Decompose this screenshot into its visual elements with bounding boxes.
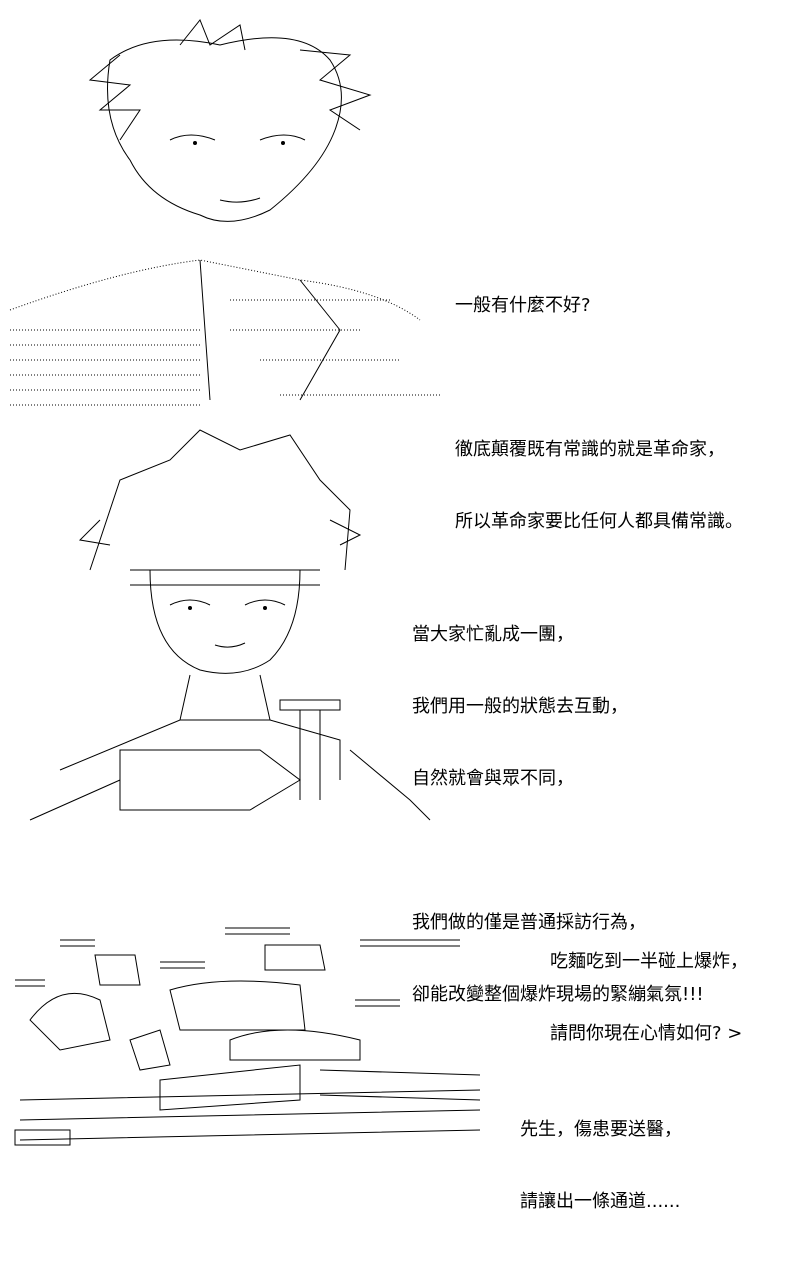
dialogue-1-line-4: 所以革命家要比任何人都具備常識。 bbox=[455, 511, 743, 532]
dialogue-1-line-3: 徹底顛覆既有常識的就是革命家， bbox=[455, 439, 725, 460]
dialogue-2-line-6: 卻能改變整個爆炸現場的緊繃氣氛!!! bbox=[412, 984, 704, 1005]
panel-3: 吃麵吃到一半碰上爆炸， 請問你現在心情如何? > 先生，傷患要送醫， 請讓出一條… bbox=[0, 890, 800, 1212]
dialogue-1-line-2 bbox=[455, 366, 743, 390]
ascii-art-character-1 bbox=[9, 19, 440, 406]
dialogue-3b: 先生，傷患要送醫， 請讓出一條通道...... bbox=[520, 1070, 682, 1262]
dialogue-2-line-5: 我們做的僅是普通採訪行為， bbox=[412, 912, 646, 933]
panel-1: 一般有什麼不好? 徹底顛覆既有常識的就是革命家， 所以革命家要比任何人都具備常識… bbox=[0, 0, 800, 532]
dialogue-3a-line-2: 請問你現在心情如何? > bbox=[550, 1023, 743, 1044]
dialogue-1: 一般有什麼不好? 徹底顛覆既有常識的就是革命家， 所以革命家要比任何人都具備常識… bbox=[455, 246, 743, 582]
dialogue-1-line-1: 一般有什麼不好? bbox=[455, 295, 591, 316]
dialogue-2-line-1: 當大家忙亂成一團， bbox=[412, 624, 574, 645]
dialogue-2-line-4 bbox=[412, 839, 704, 863]
dialogue-2: 當大家忙亂成一團， 我們用一般的狀態去互動， 自然就會與眾不同， 我們做的僅是普… bbox=[412, 575, 704, 1055]
dialogue-3b-line-2: 請讓出一條通道...... bbox=[520, 1191, 681, 1212]
dialogue-3a: 吃麵吃到一半碰上爆炸， 請問你現在心情如何? > bbox=[550, 902, 748, 1094]
ascii-art-character-2 bbox=[29, 429, 431, 821]
panel-2: 當大家忙亂成一團， 我們用一般的狀態去互動， 自然就會與眾不同， 我們做的僅是普… bbox=[0, 420, 800, 1005]
dialogue-2-line-3: 自然就會與眾不同， bbox=[412, 768, 574, 789]
dialogue-3b-line-1: 先生，傷患要送醫， bbox=[520, 1119, 682, 1140]
dialogue-3a-line-1: 吃麵吃到一半碰上爆炸， bbox=[550, 951, 748, 972]
ascii-art-explosion-scene bbox=[14, 927, 481, 1146]
dialogue-2-line-2: 我們用一般的狀態去互動， bbox=[412, 696, 628, 717]
